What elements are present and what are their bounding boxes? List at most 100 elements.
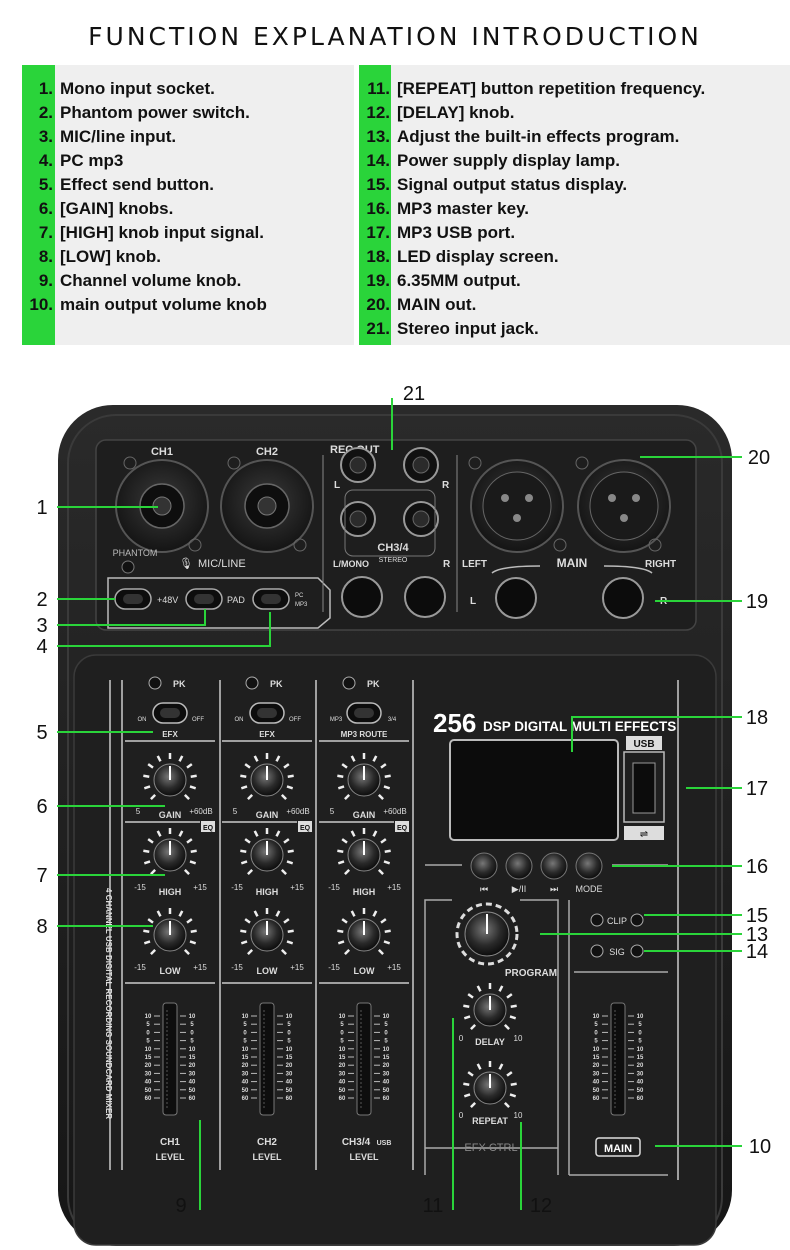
callout-leader-line (57, 612, 271, 647)
gain-knob[interactable] (337, 753, 391, 800)
high-label: HIGH (159, 887, 182, 897)
fader-scale-label: 10 (189, 1047, 196, 1053)
ch34-l-mono-jack[interactable] (341, 576, 383, 618)
high-knob[interactable] (337, 828, 391, 875)
eq-min-label: -15 (231, 963, 243, 972)
gain-knob[interactable] (240, 753, 294, 800)
program-knob[interactable] (455, 902, 519, 966)
ch2-combo-jack[interactable] (220, 459, 314, 553)
prev-button[interactable] (470, 852, 498, 880)
repeat-knob[interactable] (463, 1061, 517, 1108)
low-knob[interactable] (240, 908, 294, 955)
legend-text: Mono input socket. (60, 79, 215, 98)
legend-item: 4.PC mp3 (22, 149, 123, 173)
knob-tick (476, 1063, 482, 1070)
prev-icon: ⏮ (480, 884, 488, 894)
phantom-label: PHANTOM (113, 548, 158, 558)
play-pause-button[interactable] (505, 852, 533, 880)
switch-right-label: OFF (192, 717, 204, 723)
ch34-label: CH3/4 (377, 542, 409, 554)
eq-badge (201, 821, 215, 832)
knob-tick (186, 763, 193, 769)
next-button[interactable] (540, 852, 568, 880)
knob-tick (189, 860, 197, 865)
knob-tick (467, 993, 474, 999)
l-mono-label: L/MONO (333, 559, 369, 569)
knob-tick (344, 868, 351, 875)
mode-button[interactable] (575, 852, 603, 880)
fader-scale-label: 0 (384, 1030, 388, 1036)
legend-item: 14.Power supply display lamp. (359, 149, 620, 173)
fader-scale-label: 10 (145, 1014, 152, 1020)
fader-scale-label: 20 (145, 1063, 152, 1069)
legend-left: 1.Mono input socket.2.Phantom power swit… (22, 65, 354, 345)
delay-knob-body[interactable] (463, 983, 517, 1030)
rec-out-r-jack[interactable] (403, 447, 439, 483)
delay-knob[interactable] (463, 983, 517, 1030)
callout-number: 4 (36, 636, 47, 658)
low-knob[interactable] (143, 908, 197, 955)
callout-leader-line (57, 609, 206, 626)
knob-tick (147, 838, 154, 844)
main-r-635-jack[interactable] (602, 577, 644, 619)
legend-number: 20. (366, 295, 390, 314)
callout-number: 12 (530, 1195, 552, 1217)
legend-text: PC mp3 (60, 151, 124, 170)
repeat-knob-body[interactable] (463, 1061, 517, 1108)
knob-tick (463, 1004, 470, 1008)
fader-track (162, 1002, 178, 1116)
knob-tick (143, 929, 150, 933)
high-knob[interactable] (143, 828, 197, 875)
fader-scale-label: 30 (339, 1071, 346, 1077)
legend-number: 14. (366, 151, 390, 170)
callout-number: 1 (36, 497, 47, 519)
knob-tick (240, 940, 248, 945)
legend-number: 10. (29, 295, 53, 314)
fader-scale-label: 60 (189, 1096, 196, 1102)
main-left-xlr[interactable] (470, 459, 564, 553)
gain-label: GAIN (353, 810, 376, 820)
sig-led-left (590, 944, 604, 958)
fader-scale-label: 40 (593, 1080, 600, 1086)
knob-tick (143, 774, 150, 778)
legend-item: 21.Stereo input jack. (359, 317, 538, 341)
high-knob[interactable] (240, 828, 294, 875)
right-label: RIGHT (645, 559, 676, 570)
fader-scale-label: 5 (287, 1022, 291, 1028)
legend-number: 6. (38, 199, 53, 218)
fader-scale-label: 5 (384, 1022, 388, 1028)
main-l-635-jack[interactable] (495, 577, 537, 619)
fader-scale-label: 10 (286, 1014, 293, 1020)
usb-port[interactable] (632, 762, 656, 814)
usb-symbol-box (624, 826, 664, 840)
fader-scale-label: 60 (593, 1096, 600, 1102)
low-knob[interactable] (337, 908, 391, 955)
knob-tick (384, 774, 391, 778)
knob-tick (240, 785, 248, 790)
callout-number: 16 (746, 856, 768, 878)
legend-item: 10.main output volume knob (22, 293, 266, 317)
fader-scale-label: 40 (145, 1080, 152, 1086)
ch1-label: CH1 (151, 446, 173, 458)
main-right-xlr[interactable] (577, 459, 671, 553)
knob-tick (286, 860, 294, 865)
knob-tick (510, 1082, 517, 1086)
gain-label: GAIN (159, 810, 182, 820)
knob-tick (287, 849, 294, 853)
fader-scale-label: 5 (190, 1039, 194, 1045)
ch34-r-jack[interactable] (404, 576, 446, 618)
sig-label: SIG (609, 947, 625, 957)
gain-knob[interactable] (143, 753, 197, 800)
ch34-rca-l-jack[interactable] (340, 501, 376, 537)
ch34-rca-r-jack[interactable] (403, 501, 439, 537)
level-label: LEVEL (349, 1152, 379, 1162)
usb-label: USB (633, 739, 654, 750)
rec-out-l-jack[interactable] (340, 447, 376, 483)
callout-number: 3 (36, 615, 47, 637)
